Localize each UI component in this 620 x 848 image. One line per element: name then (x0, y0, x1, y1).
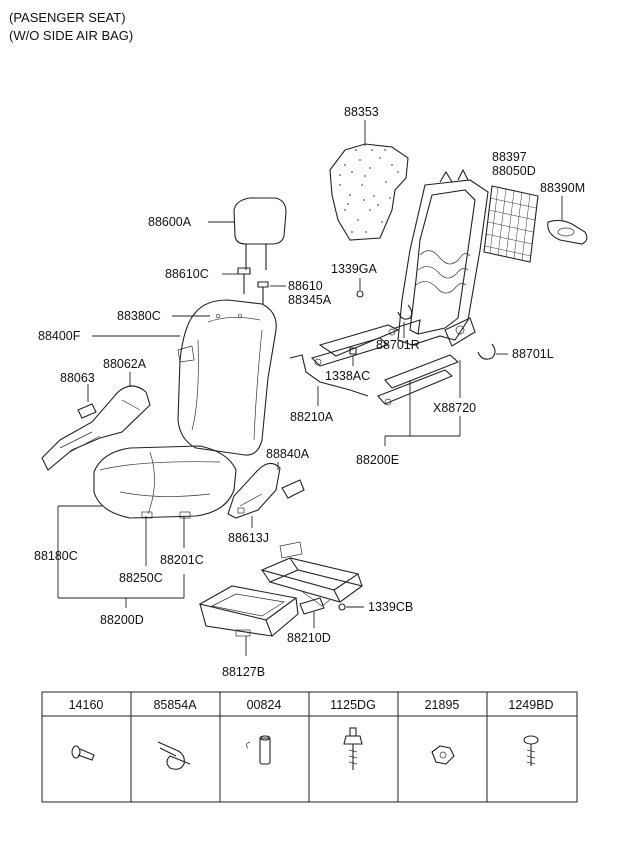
leader-88200D (58, 574, 185, 608)
screw-icon (523, 735, 539, 766)
lumbar-knob (547, 219, 588, 245)
seatback-pad (329, 143, 409, 241)
table-header-85854A: 85854A (153, 698, 197, 712)
label-1339CB: 1339CB (368, 600, 413, 614)
table-header-1249BD: 1249BD (508, 698, 553, 712)
label-88701L: 88701L (512, 347, 554, 361)
lumbar-support-panel (483, 185, 539, 263)
label-88353: 88353 (344, 105, 379, 119)
pin-icon (246, 735, 271, 765)
header-line-1: (PASENGER SEAT) (9, 10, 126, 25)
table-header-1125DG: 1125DG (330, 698, 376, 712)
headrest-guide-c (222, 267, 251, 294)
label-88210A: 88210A (290, 410, 334, 424)
label-88400F: 88400F (38, 329, 81, 343)
label-88063: 88063 (60, 371, 95, 385)
bolt-1339cb (338, 603, 364, 611)
label-88180C: 88180C (34, 549, 78, 563)
seat-base-frame (260, 541, 364, 615)
label-88062A: 88062A (103, 357, 147, 371)
label-88390M: 88390M (540, 181, 585, 195)
label-88610C: 88610C (165, 267, 209, 281)
label-88600A: 88600A (148, 215, 192, 229)
label-88345A: 88345A (288, 293, 332, 307)
wire-88210a (289, 354, 369, 406)
label-88840A: 88840A (266, 447, 310, 461)
side-shield (227, 462, 305, 519)
bolt-washer-icon (343, 727, 363, 770)
headrest (233, 197, 287, 270)
spring-right (397, 304, 413, 338)
seatback-cover (177, 299, 277, 456)
table-header-14160: 14160 (69, 698, 104, 712)
label-88200D: 88200D (100, 613, 144, 627)
side-cover-inner (41, 385, 151, 471)
seatback-frame (310, 168, 489, 406)
headrest-guide (257, 281, 286, 304)
label-88613J: 88613J (228, 531, 269, 545)
table-header-21895: 21895 (425, 698, 460, 712)
leader-88200E (384, 380, 461, 446)
label-88210D: 88210D (287, 631, 331, 645)
label-88380C: 88380C (117, 309, 161, 323)
hex-nut-icon (431, 745, 455, 765)
label-88701R: 88701R (376, 338, 420, 352)
label-88610: 88610 (288, 279, 323, 293)
label-88397: 88397 (492, 150, 527, 164)
spring-left (477, 343, 508, 360)
label-1338AC: 1338AC (325, 369, 370, 383)
label-1339GA: 1339GA (331, 262, 378, 276)
recline-knob (77, 384, 97, 419)
seat-cushion (93, 445, 237, 519)
storage-tray (198, 585, 299, 637)
label-88201C: 88201C (160, 553, 204, 567)
clip-1338ac (349, 347, 357, 366)
label-88250C: 88250C (119, 571, 163, 585)
header-line-2: (W/O SIDE AIR BAG) (9, 28, 133, 43)
table-header-00824: 00824 (247, 698, 282, 712)
label-88050D: 88050D (492, 164, 536, 178)
label-X88720: X88720 (433, 401, 476, 415)
clip-icon (157, 741, 191, 770)
label-88127B: 88127B (222, 665, 265, 679)
fastener-table: 14160 85854A 00824 1125DG 21895 1249BD (41, 691, 578, 803)
label-88200E: 88200E (356, 453, 399, 467)
bolt-flat-icon (71, 745, 95, 761)
bolt-1339ga (356, 278, 364, 298)
